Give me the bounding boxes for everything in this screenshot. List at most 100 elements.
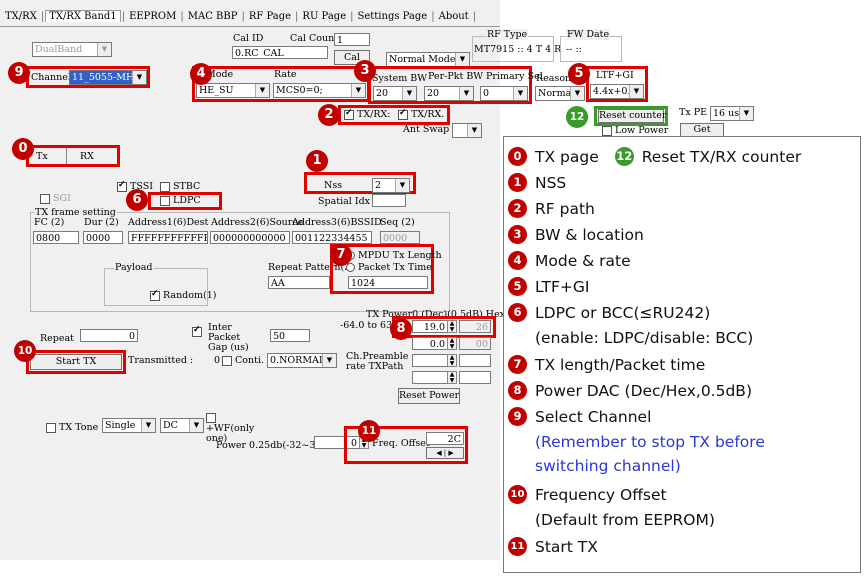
reason-select[interactable]: Normal 1▼ — [535, 86, 585, 101]
packet-time-radio[interactable]: Packet Tx Time — [346, 262, 432, 273]
freq-offset-field[interactable]: 2C — [426, 432, 464, 445]
start-tx-button[interactable]: Start TX — [30, 354, 122, 370]
dualband-select[interactable]: DualBand▼ — [32, 42, 112, 57]
payload-group — [104, 268, 208, 306]
highlight-start-tx — [26, 350, 126, 374]
stbc-checkbox[interactable]: STBC — [160, 181, 200, 192]
reset-counter-button[interactable]: Reset counter — [598, 109, 667, 123]
normal-mode-select[interactable]: Normal Mode▼ — [386, 52, 470, 67]
inter-packet-field[interactable]: 50 — [270, 329, 310, 342]
tab-txrx[interactable]: TX/RX — [5, 10, 37, 22]
tab-mac-bbp[interactable]: MAC BBP — [187, 10, 238, 22]
badge-8: 8 — [390, 318, 412, 340]
tone-type-select[interactable]: Single▼ — [102, 418, 156, 433]
power-025-field[interactable]: 0 — [314, 436, 360, 449]
power-hex-field-3[interactable] — [459, 354, 491, 367]
inter-packet-checkbox[interactable] — [192, 325, 202, 337]
power-field-4[interactable] — [412, 371, 448, 384]
power-dec-field-2[interactable]: 0.0 — [412, 337, 448, 350]
cal-count-field[interactable]: 1 — [334, 33, 370, 46]
highlight-reset-counter — [594, 106, 668, 126]
menu-bar: TX/RX| TX/RX Band1| EEPROM| MAC BBP| RF … — [2, 6, 477, 26]
ldpc-checkbox[interactable]: LDPC — [160, 195, 201, 206]
dur-field[interactable]: 0000 — [83, 231, 123, 244]
repeat-pattern-field[interactable]: AA — [268, 276, 330, 289]
low-power-checkbox[interactable]: Low Power — [602, 125, 668, 136]
ant-swap-select[interactable]: ▼ — [452, 123, 482, 138]
reset-power-button[interactable]: Reset Power — [398, 388, 460, 404]
fc-field[interactable]: 0800 — [33, 231, 79, 244]
mpdu-length-radio[interactable]: MPDU Tx Length — [346, 250, 442, 261]
txrx-checkbox-1[interactable]: TX/RX: — [344, 108, 390, 120]
tab-rf-page[interactable]: RF Page — [248, 10, 292, 22]
badge-12: 12 — [566, 106, 588, 128]
per-pkt-bw-select[interactable]: 20▼ — [424, 86, 474, 101]
tab-eeprom[interactable]: EEPROM — [129, 10, 177, 22]
tab-about[interactable]: About — [438, 10, 469, 22]
power-dec-spinner[interactable]: ▲▼ — [447, 320, 457, 333]
repeat-label: Repeat — [40, 333, 74, 344]
primary-sel-select[interactable]: 0▼ — [480, 86, 528, 101]
power-field-3[interactable] — [412, 354, 448, 367]
cal-id-field[interactable]: 0.RC_CAL — [232, 46, 328, 59]
tx-pe-select[interactable]: 16 us▼ — [710, 106, 754, 121]
repeat-field[interactable]: 0 — [80, 329, 138, 342]
freq-offset-scroll[interactable]: ◀ | ▶ — [426, 447, 464, 459]
power-hex-field[interactable]: 26 — [459, 320, 491, 333]
length-field[interactable]: 1024 — [348, 276, 428, 289]
txrx-checkbox-2[interactable]: TX/RX. — [398, 108, 444, 120]
get-button[interactable]: Get — [680, 123, 724, 137]
power-spinner-4[interactable]: ▲▼ — [447, 371, 457, 384]
tab-tx[interactable]: Tx — [36, 151, 48, 162]
sgi-checkbox[interactable]: SGI — [40, 193, 71, 204]
addr3-field[interactable]: 001122334455 — [292, 231, 372, 244]
wf-only-checkbox[interactable]: +WF(only one) — [206, 413, 258, 444]
random-checkbox[interactable]: Random(1) — [150, 289, 216, 301]
repeat-pattern-label: Repeat Pattern(3) — [268, 262, 354, 273]
addr1-field[interactable]: FFFFFFFFFFFF — [128, 231, 208, 244]
nss-label: Nss — [324, 180, 343, 191]
transmitted-label: Transmitted : — [128, 355, 194, 366]
tab-settings-page[interactable]: Settings Page — [357, 10, 428, 22]
badge-1: 1 — [306, 150, 328, 172]
conti-checkbox[interactable]: Conti. Tx — [222, 355, 279, 366]
badge-2: 2 — [318, 104, 340, 126]
power-dec-field[interactable]: 19.0 — [412, 320, 448, 333]
ltf-gi-select[interactable]: 4.4x+0.8u▼ — [590, 84, 644, 99]
badge-9: 9 — [8, 62, 30, 84]
tssi-checkbox[interactable]: TSSI — [117, 180, 153, 192]
tx-pe-label: Tx PE : — [679, 107, 714, 118]
badge-5: 5 — [568, 63, 590, 85]
badge-3: 3 — [354, 60, 376, 82]
power-spinner-3[interactable]: ▲▼ — [447, 354, 457, 367]
legend-item-channel-note-1: (Remember to stop TX before — [535, 433, 765, 451]
dur-label: Dur (2) — [84, 217, 119, 228]
tone-dc-select[interactable]: DC▼ — [160, 418, 204, 433]
power-hex-field-2[interactable]: 00 — [459, 337, 491, 350]
conti-mode-select[interactable]: 0.NORMAL MC▼ — [267, 353, 337, 368]
channel-select[interactable]: 11_5055-MHz▼ — [69, 70, 147, 85]
nss-select[interactable]: 2▼ — [372, 178, 410, 193]
tab-txrx-band1[interactable]: TX/RX Band1 — [45, 10, 121, 22]
mode-select[interactable]: HE_SU▼ — [196, 83, 270, 98]
tx-frame-setting-label: TX frame setting — [34, 207, 117, 218]
tx-tone-checkbox[interactable]: TX Tone — [46, 422, 98, 433]
inter-packet-label: Inter Packet Gap (us) — [208, 322, 249, 353]
spatial-idx-field[interactable] — [372, 194, 406, 207]
addr3-label: Address3(6)BSSID — [292, 217, 382, 228]
tab-ru-page[interactable]: RU Page — [302, 10, 347, 22]
rate-select[interactable]: MCS0=0;▼ — [273, 83, 366, 98]
power-dec-spinner-2[interactable]: ▲▼ — [447, 337, 457, 350]
seq-field[interactable]: 0000 — [380, 231, 420, 244]
ltf-gi-label: LTF+GI — [596, 70, 634, 81]
power-hex-field-4[interactable] — [459, 371, 491, 384]
system-bw-select[interactable]: 20▼ — [373, 86, 417, 101]
tab-rx[interactable]: RX — [80, 151, 94, 162]
badge-10: 10 — [14, 340, 36, 362]
addr2-field[interactable]: 000000000000 — [210, 231, 290, 244]
